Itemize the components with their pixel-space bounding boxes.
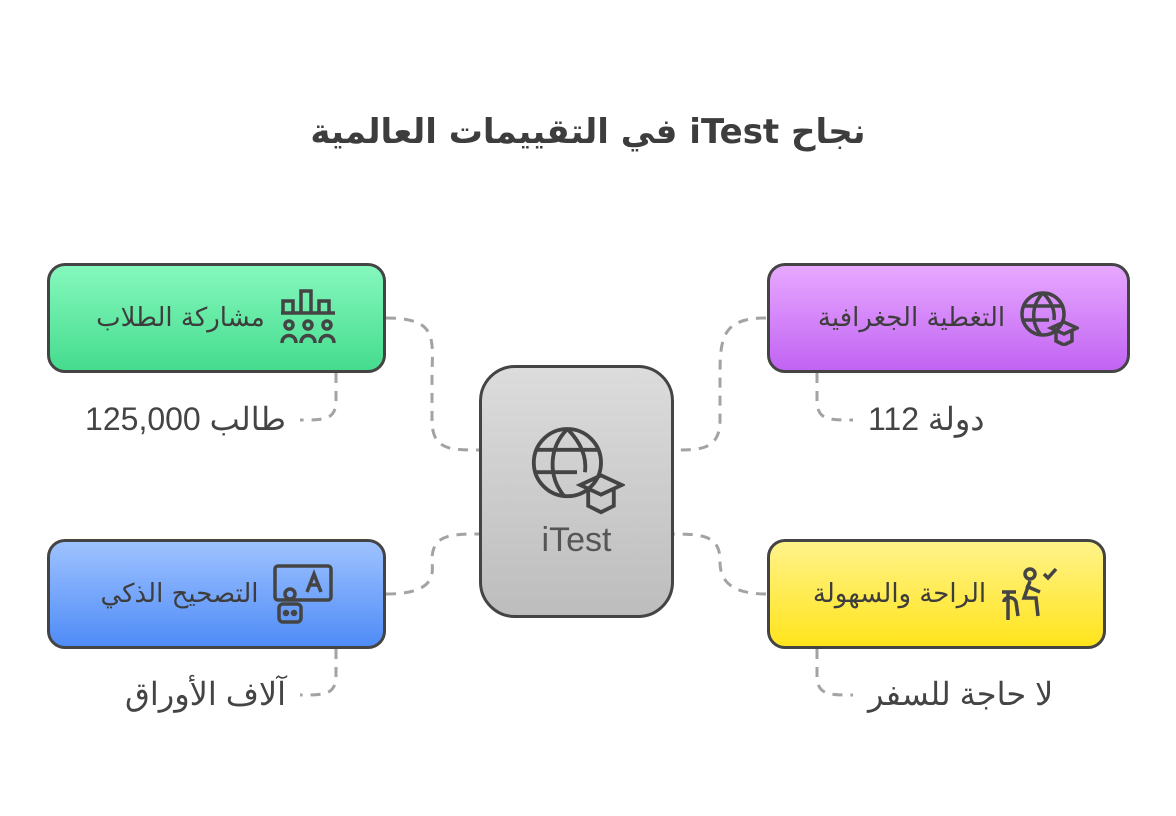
globe-graduation-cap-icon: [1020, 291, 1080, 346]
connector-detail-geo: [815, 373, 854, 422]
node-students: مشاركة الطلاب: [47, 263, 386, 373]
central-node: iTest: [479, 365, 674, 618]
globe-graduation-cap-icon: [531, 427, 625, 515]
node-label: مشاركة الطلاب: [96, 303, 265, 333]
node-label: التغطية الجغرافية: [817, 303, 1006, 333]
diagram-title: نجاح iTest في التقييمات العالمية: [310, 112, 866, 152]
connector-detail-students: [299, 373, 338, 422]
connector-detail-grading: [299, 649, 338, 697]
detail-geography: دولة 112: [868, 401, 985, 437]
connector-students: [385, 316, 480, 452]
detail-grading: آلاف الأوراق: [125, 676, 286, 712]
central-label: iTest: [541, 521, 612, 559]
connector-geo: [673, 316, 767, 452]
students-chart-icon: [280, 289, 336, 344]
node-geography: التغطية الجغرافية: [767, 263, 1130, 373]
node-label: التصحيح الذكي: [100, 579, 259, 609]
detail-students: طالب 125,000: [85, 401, 286, 437]
node-label: الراحة والسهولة: [812, 579, 987, 609]
node-ease: الراحة والسهولة: [767, 539, 1106, 649]
node-grading: التصحيح الذكي: [47, 539, 386, 649]
person-desk-check-icon: [1002, 567, 1058, 620]
connector-detail-ease: [815, 649, 854, 697]
connector-grading: [385, 532, 480, 596]
ai-grading-icon: [272, 564, 333, 624]
connector-ease: [673, 532, 767, 596]
detail-ease: لا حاجة للسفر: [868, 676, 1054, 712]
